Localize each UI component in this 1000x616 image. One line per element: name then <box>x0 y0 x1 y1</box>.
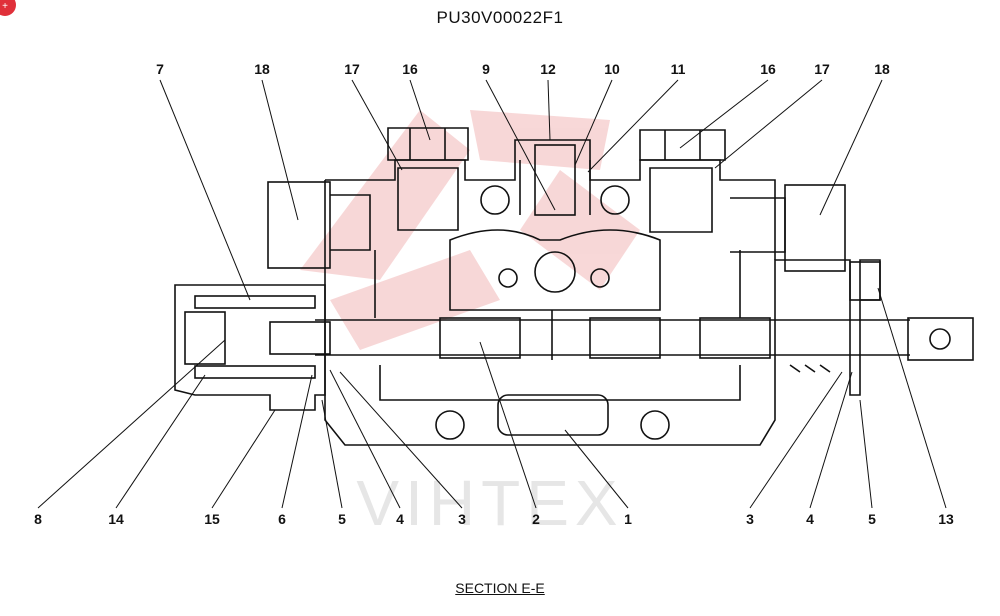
callout-16: 16 <box>760 61 776 77</box>
callout-15: 15 <box>204 511 220 527</box>
callout-14: 14 <box>108 511 124 527</box>
callout-1: 1 <box>624 511 632 527</box>
callout-18: 18 <box>874 61 890 77</box>
callout-5: 5 <box>338 511 346 527</box>
callout-9: 9 <box>482 61 490 77</box>
callout-6: 6 <box>278 511 286 527</box>
callout-3: 3 <box>746 511 754 527</box>
callout-3: 3 <box>458 511 466 527</box>
callout-17: 17 <box>344 61 360 77</box>
callout-16: 16 <box>402 61 418 77</box>
callout-4: 4 <box>396 511 404 527</box>
section-label-text: SECTION E-E <box>455 580 545 596</box>
callout-10: 10 <box>604 61 620 77</box>
callout-2: 2 <box>532 511 540 527</box>
callout-13: 13 <box>938 511 954 527</box>
callout-5: 5 <box>868 511 876 527</box>
callout-18: 18 <box>254 61 270 77</box>
callout-7: 7 <box>156 61 164 77</box>
corner-badge: + <box>0 0 16 16</box>
callout-12: 12 <box>540 61 556 77</box>
watermark-logo <box>300 110 640 350</box>
callout-4: 4 <box>806 511 814 527</box>
part-code-title: PU30V00022F1 <box>436 8 564 27</box>
watermark-text: VIHTEX <box>356 467 623 539</box>
section-label: SECTION E-E <box>0 580 1000 596</box>
leader-lines <box>37 79 947 509</box>
valve-body <box>174 127 974 446</box>
callout-17: 17 <box>814 61 830 77</box>
callout-11: 11 <box>671 61 686 77</box>
callout-8: 8 <box>34 511 42 527</box>
